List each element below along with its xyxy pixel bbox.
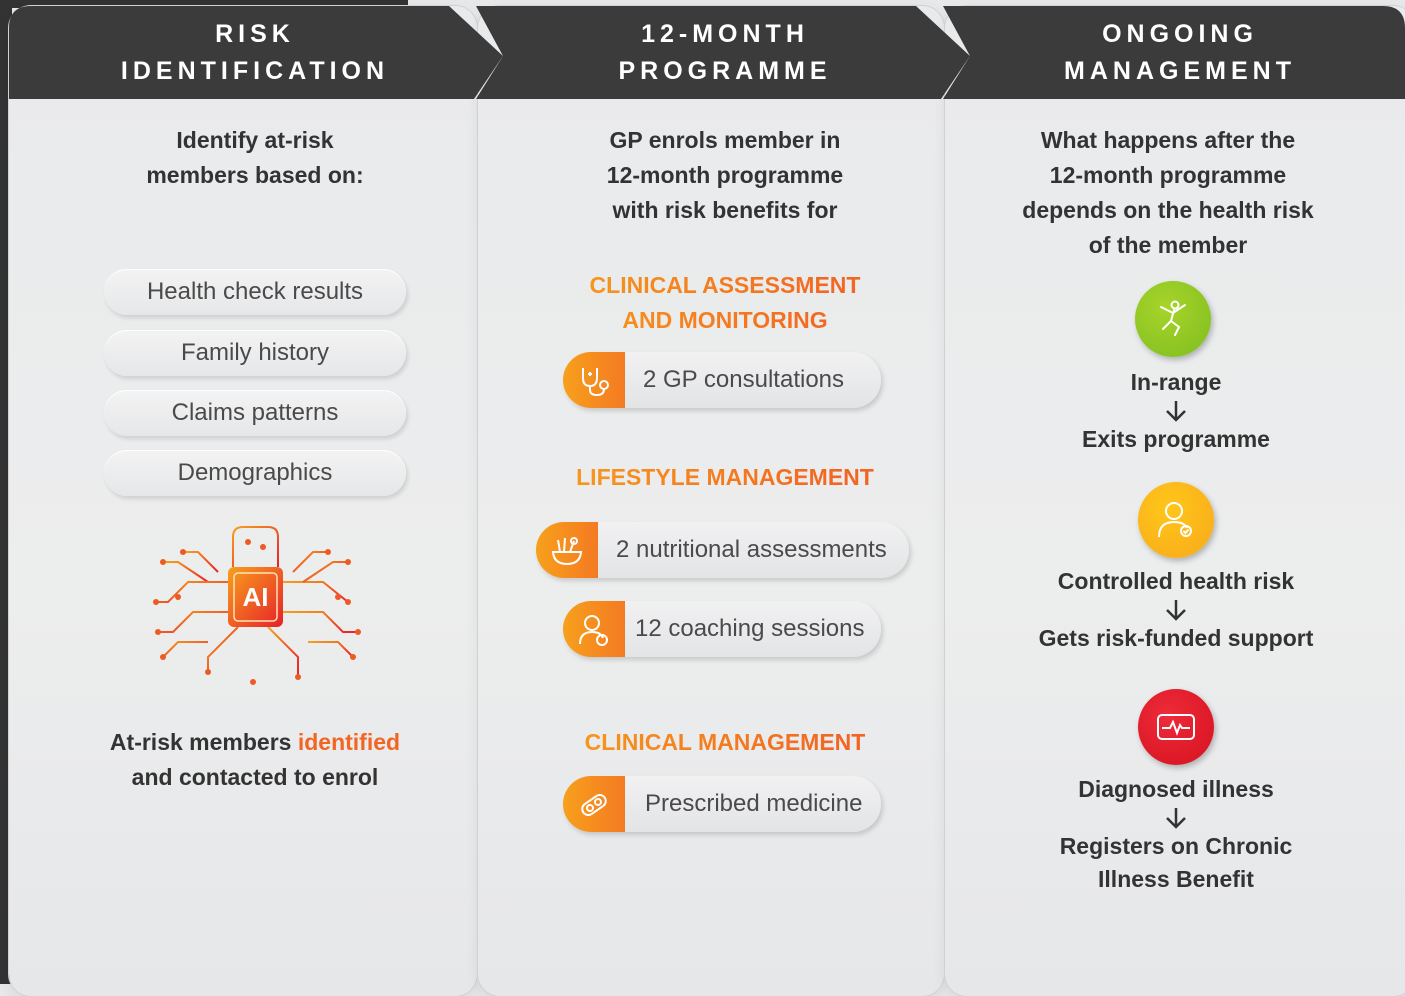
benefit-prescribed-medicine-label: Prescribed medicine <box>645 790 863 817</box>
outcome-in-range: In-range Exits programme <box>976 366 1376 456</box>
header-risk-identification-shape <box>9 6 503 99</box>
nutrition-bowl-icon <box>536 522 598 578</box>
section-clinical-assessment-title: CLINICAL ASSESSMENT AND MONITORING <box>525 268 925 338</box>
background-edge-top <box>0 0 408 8</box>
outcome-diagnosed-illness: Diagnosed illness Registers on Chronic I… <box>976 773 1376 896</box>
ai-badge-label: AI <box>243 582 269 612</box>
header-12-month-programme-shape <box>476 6 970 99</box>
section-clinical-management-title: CLINICAL MANAGEMENT <box>525 725 925 760</box>
medicine-pill-icon <box>563 776 625 832</box>
section-lifestyle-title: LIFESTYLE MANAGEMENT <box>525 460 925 495</box>
jumping-person-icon <box>1135 281 1211 357</box>
benefit-nutritional-assessments: 2 nutritional assessments <box>536 522 909 578</box>
heart-monitor-icon <box>1138 689 1214 765</box>
closing-risk-identification: At-risk members identified and contacted… <box>109 729 401 790</box>
outcome-diagnosed-illness-status: Diagnosed illness <box>1078 776 1274 802</box>
outcome-in-range-result: Exits programme <box>1082 426 1270 452</box>
header-ongoing-management: ONGOING MANAGEMENT <box>1064 20 1296 85</box>
criterion-family-history: Family history <box>104 330 406 376</box>
outcome-diagnosed-illness-result-line1: Registers on Chronic <box>1059 833 1293 859</box>
intro-risk-identification: Identify at-risk members based on: <box>146 127 364 188</box>
intro-ongoing-management: What happens after the 12-month programm… <box>1022 127 1314 258</box>
person-check-icon <box>1138 482 1214 558</box>
criterion-claims-patterns: Claims patterns <box>104 390 406 436</box>
benefit-coaching-sessions-label: 12 coaching sessions <box>635 615 865 642</box>
criterion-demographics: Demographics <box>104 450 406 496</box>
stethoscope-icon <box>563 352 625 408</box>
intro-12-month-programme: GP enrols member in 12-month programme w… <box>606 127 844 223</box>
outcome-controlled-risk: Controlled health risk Gets risk-funded … <box>976 565 1376 655</box>
arrow-down-icon <box>1166 401 1186 422</box>
outcome-controlled-risk-result: Gets risk-funded support <box>1038 625 1314 651</box>
benefit-gp-consultations-label: 2 GP consultations <box>643 366 845 393</box>
header-ongoing-management-shape <box>943 6 1405 99</box>
outcome-controlled-risk-status: Controlled health risk <box>1057 568 1295 594</box>
ai-brain-icon: AI <box>153 526 361 685</box>
panel-risk-identification <box>9 6 477 996</box>
outcome-in-range-status: In-range <box>1130 369 1222 395</box>
header-risk-identification: RISK IDENTIFICATION <box>120 20 390 85</box>
benefit-gp-consultations: 2 GP consultations <box>563 352 881 408</box>
outcome-diagnosed-illness-result-line2: Illness Benefit <box>1098 866 1254 892</box>
benefit-nutritional-assessments-label: 2 nutritional assessments <box>616 536 887 563</box>
benefit-coaching-sessions: 12 coaching sessions <box>563 601 881 657</box>
header-12-month-programme: 12-MONTH PROGRAMME <box>618 20 832 85</box>
benefit-prescribed-medicine: Prescribed medicine <box>563 776 881 832</box>
coach-person-icon <box>563 601 625 657</box>
arrow-down-icon <box>1166 808 1186 829</box>
criterion-health-check: Health check results <box>104 269 406 315</box>
arrow-down-icon <box>1166 600 1186 621</box>
